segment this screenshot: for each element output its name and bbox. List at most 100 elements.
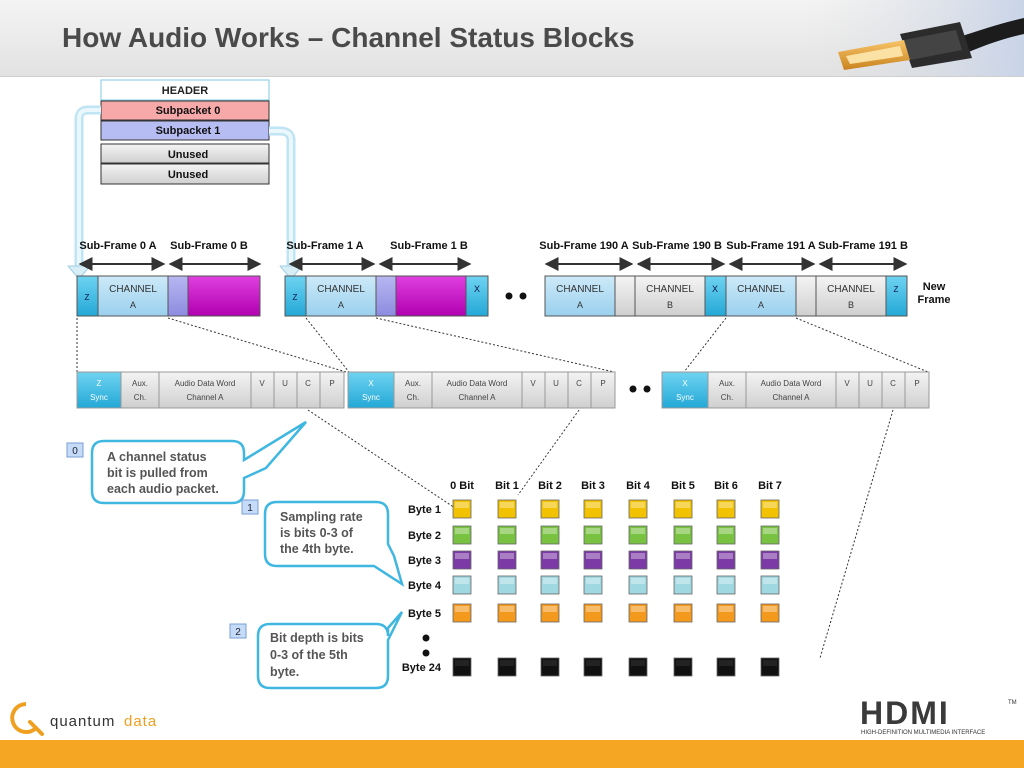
- bit-square: [628, 550, 648, 570]
- bit-square: [497, 550, 517, 570]
- aux-label: Aux.: [132, 379, 148, 388]
- audio-data-word-block: [158, 371, 252, 409]
- bit-square: [760, 657, 780, 677]
- sync-type-label: Z: [97, 379, 102, 388]
- callout-text-line: Sampling rate: [280, 510, 363, 524]
- bit-square: [716, 575, 736, 595]
- bit-square-highlight: [586, 606, 600, 612]
- bit-square: [452, 603, 472, 623]
- audio-data-word-label: Audio Data Word: [175, 379, 236, 388]
- bit-square: [760, 550, 780, 570]
- callout-2: 2 Bit depth is bits 0-3 of the 5th byte.: [229, 611, 404, 690]
- bit-square: [760, 603, 780, 623]
- callout-number-badge: [66, 442, 84, 458]
- bit-square: [673, 525, 693, 545]
- bit-square: [673, 550, 693, 570]
- callout-text-line: is bits 0-3 of: [280, 526, 354, 540]
- hdmi-cable-image: [800, 0, 1024, 76]
- logo-text-part2: data: [124, 713, 157, 730]
- audio-data-word-channel: Channel A: [773, 393, 811, 402]
- c-bit-block: [881, 371, 906, 409]
- logo-text-part1: quantum: [50, 713, 115, 730]
- sync-block: [347, 371, 395, 409]
- c-bit-label: C: [305, 379, 311, 388]
- channel-letter: A: [338, 300, 344, 310]
- bit-square-highlight: [676, 660, 690, 666]
- audio-data-word-block: [431, 371, 523, 409]
- callout-bubble: [90, 420, 307, 505]
- bit-square: [673, 603, 693, 623]
- bit-column-label: Bit 1: [495, 480, 519, 492]
- callout-bubble: [263, 500, 405, 587]
- p-bit-block: [590, 371, 616, 409]
- audio-data-word-channel: Channel A: [459, 393, 497, 402]
- channel-letter: A: [577, 300, 583, 310]
- x-preamble-block: [465, 275, 489, 317]
- bit-square: [452, 575, 472, 595]
- subframe-detail-group: X Sync Aux. Ch. Audio Data Word Channel …: [347, 371, 616, 409]
- bit-square-highlight: [719, 660, 733, 666]
- channel-b-block: [187, 275, 261, 317]
- bit-square-highlight: [719, 528, 733, 534]
- bit-square-highlight: [631, 553, 645, 559]
- v-bit-label: V: [530, 379, 536, 388]
- subframe-detail-group: Z Sync Aux. Ch. Audio Data Word Channel …: [76, 371, 345, 409]
- c-bit-block: [296, 371, 321, 409]
- bit-square-highlight: [500, 578, 514, 584]
- channel-label: CHANNEL: [109, 284, 157, 295]
- subframe-label: Sub-Frame 0 A: [79, 240, 156, 252]
- bit-square-highlight: [500, 553, 514, 559]
- bit-square: [583, 525, 603, 545]
- byte-row-label: Byte 1: [408, 504, 441, 516]
- bit-square: [583, 550, 603, 570]
- bit-square: [497, 525, 517, 545]
- bit-square-highlight: [543, 553, 557, 559]
- c-bit-block: [567, 371, 592, 409]
- bit-square: [452, 499, 472, 519]
- bit-square: [760, 575, 780, 595]
- bit-square: [497, 575, 517, 595]
- v-bit-block: [835, 371, 860, 409]
- callout-text-line: each audio packet.: [107, 482, 219, 496]
- subframe-label: Sub-Frame 190 A: [539, 240, 629, 252]
- v-bit-label: V: [259, 379, 265, 388]
- bit-square: [716, 603, 736, 623]
- p-bit-label: P: [600, 379, 605, 388]
- audio-data-word-label: Audio Data Word: [447, 379, 508, 388]
- new-frame-label: Frame: [917, 294, 950, 306]
- hdmi-logo: HDMI TM HIGH-DEFINITION MULTIMEDIA INTER…: [860, 695, 1017, 736]
- hdmi-logo-text: HDMI: [860, 695, 950, 731]
- bit-square-highlight: [763, 578, 777, 584]
- bit-square-highlight: [631, 502, 645, 508]
- bit-square: [540, 525, 560, 545]
- sync-type-label: X: [368, 379, 374, 388]
- audio-data-word-label: Audio Data Word: [761, 379, 822, 388]
- bit-square: [540, 603, 560, 623]
- z-label: Z: [894, 285, 899, 294]
- bit-square: [452, 525, 472, 545]
- y-preamble-block: [167, 275, 189, 317]
- u-bit-label: U: [867, 379, 873, 388]
- trademark-mark: TM: [1008, 700, 1017, 706]
- bit-square-highlight: [676, 528, 690, 534]
- byte-row-label: Byte 3: [408, 555, 441, 567]
- y-preamble-block: [614, 275, 636, 317]
- bit-column-label: Bit 3: [581, 480, 605, 492]
- bit-square: [583, 657, 603, 677]
- byte-row-label: Byte 24: [402, 662, 442, 674]
- bit-square: [583, 575, 603, 595]
- bit-square: [760, 499, 780, 519]
- packet-header-label: HEADER: [162, 85, 209, 97]
- channel-a-block: [305, 275, 377, 317]
- z-label: Z: [85, 293, 90, 302]
- bit-square: [540, 499, 560, 519]
- u-bit-block: [544, 371, 569, 409]
- ellipsis-dot: [519, 292, 527, 300]
- bit-square: [628, 657, 648, 677]
- bit-square-highlight: [631, 528, 645, 534]
- bit-square-highlight: [543, 660, 557, 666]
- subframe-labels: Sub-Frame 0 A Sub-Frame 0 B Sub-Frame 1 …: [79, 240, 908, 252]
- subframe-detail-group: X Sync Aux. Ch. Audio Data Word Channel …: [661, 371, 930, 409]
- hdmi-tagline: HIGH-DEFINITION MULTIMEDIA INTERFACE: [861, 730, 985, 736]
- bit-column-label: Bit 2: [538, 480, 562, 492]
